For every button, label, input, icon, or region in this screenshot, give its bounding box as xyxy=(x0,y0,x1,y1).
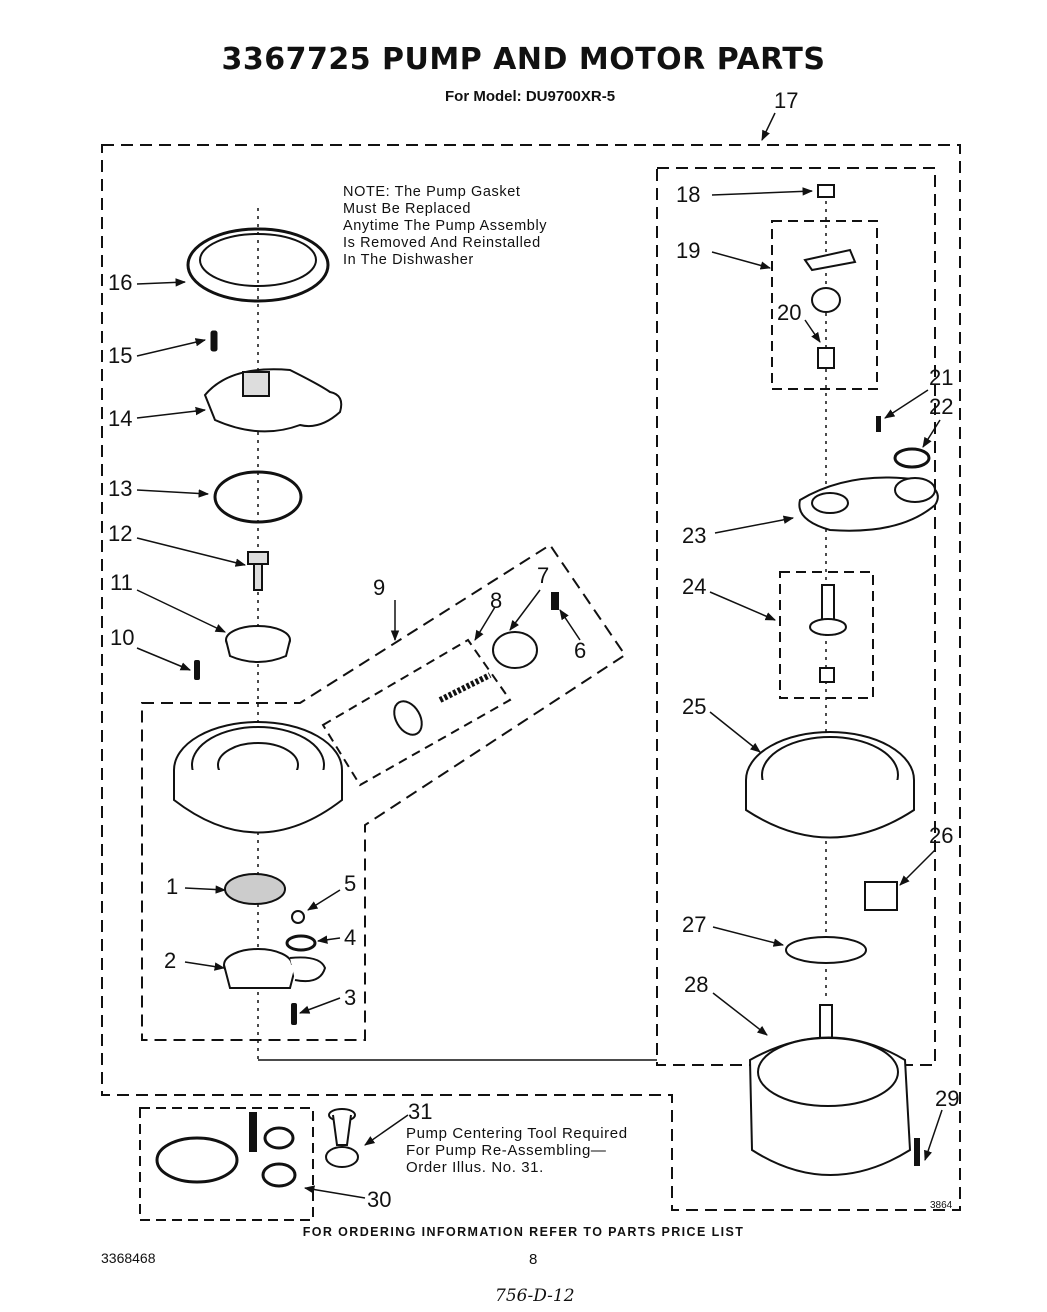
service-kit-30 xyxy=(155,1112,297,1188)
callout-14: 14 xyxy=(108,406,133,431)
callout-11: 11 xyxy=(110,570,133,595)
ball-5 xyxy=(291,910,305,924)
callout-29: 29 xyxy=(935,1086,960,1111)
callout-7: 7 xyxy=(537,563,550,588)
callout-19: 19 xyxy=(676,238,701,263)
callout-1: 1 xyxy=(166,874,179,899)
centering-tool-31 xyxy=(325,1108,359,1168)
callout-26: 26 xyxy=(929,823,954,848)
callout-28: 28 xyxy=(684,972,709,997)
model-label: For Model: DU9700XR-5 xyxy=(445,88,616,105)
disk-27 xyxy=(785,936,867,964)
motor-28 xyxy=(748,1004,912,1176)
callout-24: 24 xyxy=(682,574,707,599)
bolt-12 xyxy=(247,551,269,591)
document-code: 3368468 xyxy=(101,1250,156,1266)
callout-20: 20 xyxy=(777,300,802,325)
screw-21 xyxy=(876,416,881,432)
callout-25: 25 xyxy=(682,694,707,719)
pump-gasket-16 xyxy=(186,227,330,303)
art-code: 3864 xyxy=(930,1200,953,1211)
handwritten-code: 756-D-12 xyxy=(495,1286,575,1306)
spacer-20 xyxy=(817,347,835,369)
shaft-24 xyxy=(809,584,847,683)
callout-27: 27 xyxy=(682,912,707,937)
callout-10: 10 xyxy=(110,625,135,650)
callout-12: 12 xyxy=(108,521,133,546)
callout-18: 18 xyxy=(676,182,701,207)
ring-4 xyxy=(285,934,317,952)
lower-housing-2 xyxy=(223,948,327,989)
callout-13: 13 xyxy=(108,476,133,501)
screw-15 xyxy=(210,330,218,352)
assembly-outline xyxy=(101,144,961,1211)
callout-15: 15 xyxy=(108,343,133,368)
callout-9: 9 xyxy=(373,575,386,600)
check-valve-parts xyxy=(393,592,559,736)
o-ring-13 xyxy=(213,470,303,524)
callout-3: 3 xyxy=(344,985,357,1010)
screw-3 xyxy=(291,1003,297,1025)
ordering-footer: FOR ORDERING INFORMATION REFER TO PARTS … xyxy=(302,1225,745,1239)
callout-5: 5 xyxy=(344,871,357,896)
gasket-22 xyxy=(893,447,931,469)
screw-10 xyxy=(194,660,200,680)
callout-6: 6 xyxy=(574,638,587,663)
pump-gasket-note: NOTE: The Pump Gasket Must Be Replaced A… xyxy=(343,184,548,268)
block-26 xyxy=(864,881,898,911)
callout-16: 16 xyxy=(108,270,133,295)
screw-29 xyxy=(914,1138,920,1166)
bracket-23 xyxy=(798,476,939,532)
impeller-11 xyxy=(225,625,291,663)
callout-4: 4 xyxy=(344,925,357,950)
housing-14 xyxy=(203,368,343,433)
callout-22: 22 xyxy=(929,394,954,419)
centering-tool-note: Pump Centering Tool Required For Pump Re… xyxy=(406,1125,628,1176)
switch-19 xyxy=(803,248,857,313)
nut-18 xyxy=(817,184,835,198)
callout-8: 8 xyxy=(490,588,503,613)
callout-21: 21 xyxy=(929,365,954,390)
page-number: 8 xyxy=(529,1251,538,1268)
motor-mount-25 xyxy=(745,731,915,839)
callout-2: 2 xyxy=(164,948,177,973)
callout-31: 31 xyxy=(408,1099,433,1124)
callout-30: 30 xyxy=(367,1187,392,1212)
callout-23: 23 xyxy=(682,523,707,548)
filter-1 xyxy=(224,873,286,905)
pump-body xyxy=(173,721,343,834)
callout-17: 17 xyxy=(774,88,799,113)
diagram-title: 3367725 PUMP AND MOTOR PARTS xyxy=(221,42,826,77)
